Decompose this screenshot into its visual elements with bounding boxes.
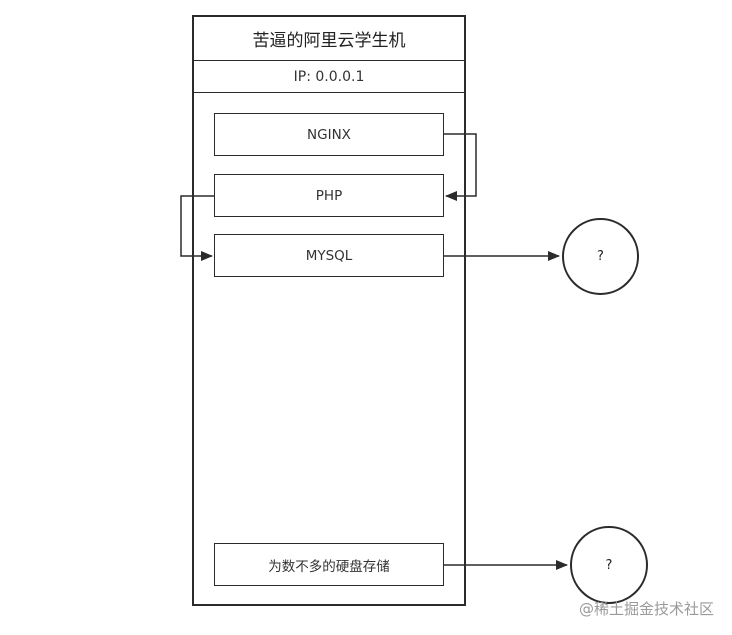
mysql-target-circle: ? [562, 218, 639, 295]
server-title: 苦逼的阿里云学生机 [194, 17, 464, 61]
nginx-box: NGINX [214, 113, 444, 156]
server-ip: IP: 0.0.0.1 [194, 61, 464, 93]
mysql-box: MYSQL [214, 234, 444, 277]
php-box: PHP [214, 174, 444, 217]
disk-target-circle: ? [570, 526, 648, 604]
server-box: 苦逼的阿里云学生机 IP: 0.0.0.1 [192, 15, 466, 606]
arrow-nginx-to-php [444, 133, 477, 201]
watermark: @稀土掘金技术社区 [578, 600, 714, 618]
disk-storage-box: 为数不多的硬盘存储 [214, 543, 444, 586]
arrow-php-to-mysql [180, 195, 214, 261]
